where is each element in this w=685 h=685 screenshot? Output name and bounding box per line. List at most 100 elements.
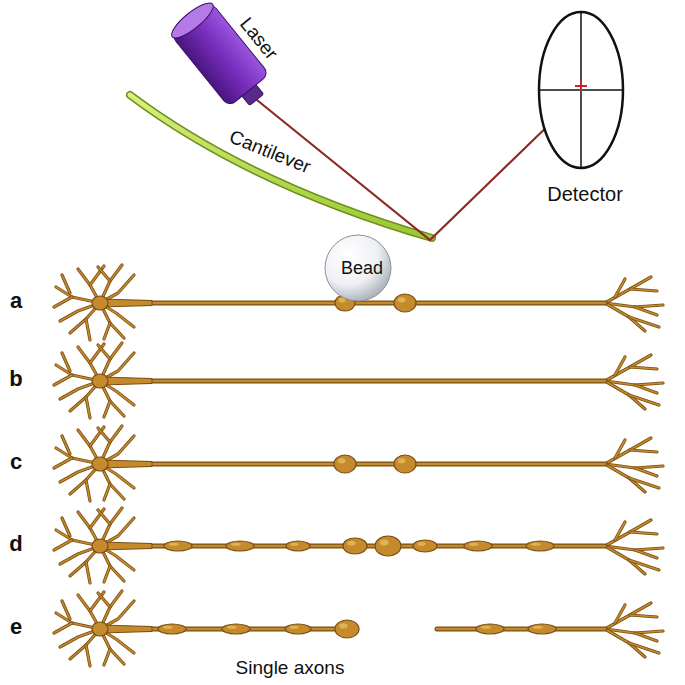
neurite-core	[605, 381, 645, 409]
axonal-swelling	[334, 455, 356, 473]
axonal-swelling	[158, 624, 186, 634]
axonal-swelling	[526, 541, 554, 551]
neurite-core	[629, 317, 659, 327]
neurite	[62, 436, 70, 454]
neurite-core	[90, 509, 104, 528]
swelling-highlight	[163, 626, 173, 629]
axon-shaft	[100, 379, 605, 384]
neurite-core	[605, 464, 645, 492]
neurite-core	[635, 633, 657, 641]
neurite-core	[86, 562, 90, 583]
neurite-core	[104, 401, 110, 417]
neurite	[62, 353, 70, 371]
bead-circle: Bead	[324, 234, 400, 302]
neurite	[90, 592, 104, 611]
neurite-core	[104, 323, 110, 339]
swelling-highlight	[380, 540, 389, 546]
panel-letter: c	[10, 449, 22, 474]
neurite	[104, 401, 110, 417]
photo-detector: Detector	[534, 8, 636, 206]
neurite-core	[635, 385, 657, 393]
neurite	[605, 546, 645, 574]
neurite-core	[54, 297, 72, 307]
neurite	[615, 605, 625, 623]
neurite	[98, 267, 110, 281]
axonal-swelling	[226, 541, 254, 551]
axon-core	[437, 628, 605, 631]
neurite	[86, 480, 90, 501]
neurite-core	[98, 267, 110, 281]
panel-letter: a	[10, 288, 22, 313]
neurite	[86, 562, 90, 583]
neurite-core	[54, 623, 72, 633]
neurite	[98, 510, 110, 524]
neurite	[635, 633, 657, 641]
neurite	[629, 643, 659, 653]
neurite-core	[630, 289, 657, 291]
neurite	[615, 440, 625, 458]
panel-letter: d	[9, 531, 22, 556]
neurite-core	[98, 510, 110, 524]
neurite	[630, 367, 657, 369]
neurite	[86, 397, 90, 418]
axonal-swelling	[343, 538, 367, 554]
neurite	[605, 629, 645, 657]
swelling-highlight	[290, 543, 298, 546]
neurite	[630, 450, 657, 452]
neurite-core	[630, 615, 657, 617]
neurite-core	[615, 605, 625, 623]
neurite-core	[104, 566, 110, 582]
axonal-swelling	[413, 540, 437, 552]
neurite-core	[615, 357, 625, 375]
neurite-core	[90, 592, 104, 611]
neurite-core	[54, 458, 72, 468]
axonal-swelling	[222, 624, 250, 634]
neurite	[635, 550, 657, 558]
soma	[92, 457, 108, 471]
axonal-swelling	[375, 536, 401, 556]
neurite-core	[630, 532, 657, 534]
neurite-core	[629, 643, 659, 653]
neurite-core	[98, 428, 110, 442]
panel-letter: e	[10, 614, 22, 639]
neurite	[629, 560, 659, 570]
neurite-core	[62, 353, 70, 371]
neurite-core	[615, 440, 625, 458]
swelling-highlight	[339, 623, 347, 628]
detector-outline	[539, 12, 623, 168]
neurite	[54, 623, 72, 633]
neurite	[605, 303, 645, 331]
neurite-core	[635, 550, 657, 558]
neurite-core	[98, 593, 110, 607]
neurite	[605, 381, 645, 409]
neurite-core	[90, 427, 104, 446]
neurite-core	[629, 395, 659, 405]
neurite-core	[605, 629, 645, 657]
neurite	[629, 317, 659, 327]
neurite	[98, 428, 110, 442]
neurite-core	[62, 436, 70, 454]
axonal-swelling	[528, 624, 556, 634]
neurite	[62, 601, 70, 619]
single-axon	[54, 426, 663, 501]
neurite-core	[54, 540, 72, 550]
neurite	[104, 649, 110, 665]
neurite	[615, 279, 625, 297]
neurite-core	[615, 522, 625, 540]
neurite	[635, 468, 657, 476]
neurite-core	[615, 279, 625, 297]
swelling-highlight	[531, 543, 541, 546]
neurite-core	[90, 266, 104, 285]
neurite-core	[635, 468, 657, 476]
swelling-highlight	[398, 458, 406, 463]
panel-letter: b	[9, 366, 22, 391]
axonal-swelling	[335, 620, 359, 638]
neurite-core	[90, 344, 104, 363]
neurite	[54, 375, 72, 385]
neurite	[605, 464, 645, 492]
neurite-core	[62, 275, 70, 293]
neurite	[90, 509, 104, 528]
detector-label: Detector	[534, 183, 636, 206]
neurite	[615, 357, 625, 375]
